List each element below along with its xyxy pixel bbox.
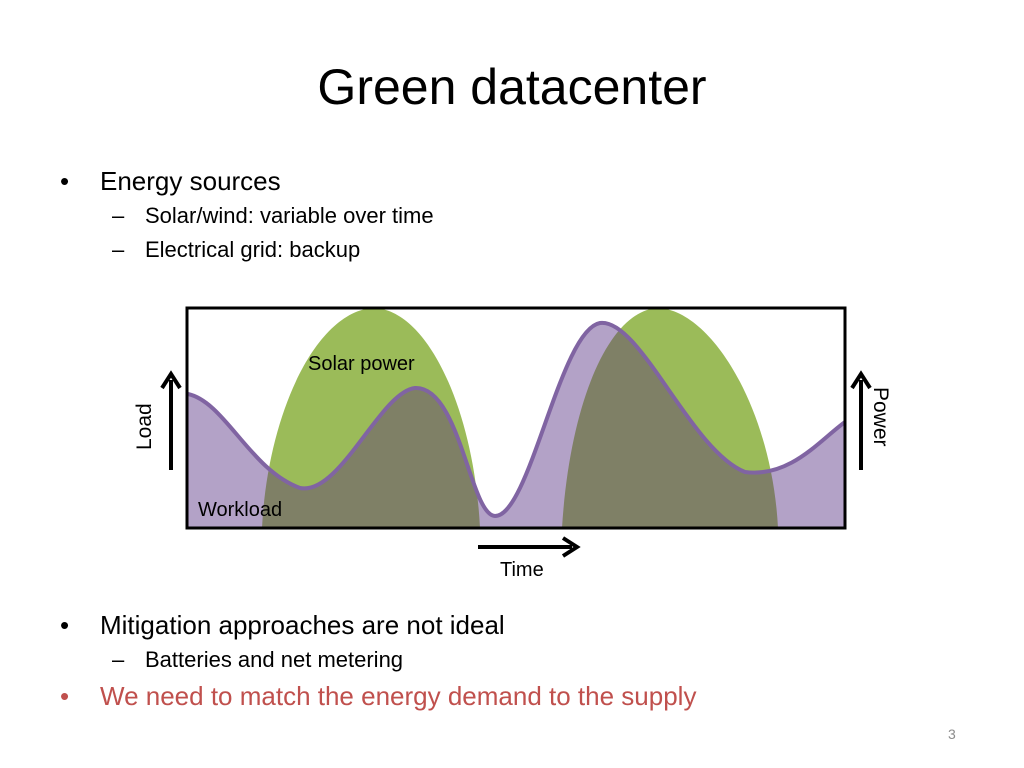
slide-number: 3 (948, 726, 956, 742)
overlap-area (262, 322, 778, 528)
bullet-text: Energy sources (100, 166, 281, 196)
sub-bullet-marker: – (112, 237, 125, 262)
diagram-frame (185, 306, 847, 530)
sub-bullet-text: Batteries and net metering (145, 647, 404, 672)
workload-curve (187, 320, 845, 519)
sub-bullet-text: Electrical grid: backup (145, 237, 361, 262)
power-axis-arrow (850, 370, 872, 470)
load-axis-arrow (160, 370, 182, 470)
bullet-text: We need to match the energy demand to th… (100, 681, 697, 711)
sub-bullet-marker: – (112, 203, 125, 228)
bullet-marker: • (60, 610, 70, 640)
sub-bullet-text: Solar/wind: variable over time (145, 203, 434, 228)
solar-power-label: Solar power (308, 353, 415, 375)
slide-title: Green datacenter (317, 59, 707, 115)
bullet-text: Mitigation approaches are not ideal (100, 610, 505, 640)
workload-label: Workload (198, 499, 282, 521)
power-axis-label: Power (869, 387, 892, 447)
bullet-marker: • (60, 166, 70, 196)
load-axis-label: Load (133, 403, 156, 450)
sub-bullet-marker: – (112, 647, 125, 672)
bullet-marker: • (60, 681, 70, 711)
time-axis-arrow (478, 536, 581, 558)
time-axis-label: Time (500, 559, 544, 581)
